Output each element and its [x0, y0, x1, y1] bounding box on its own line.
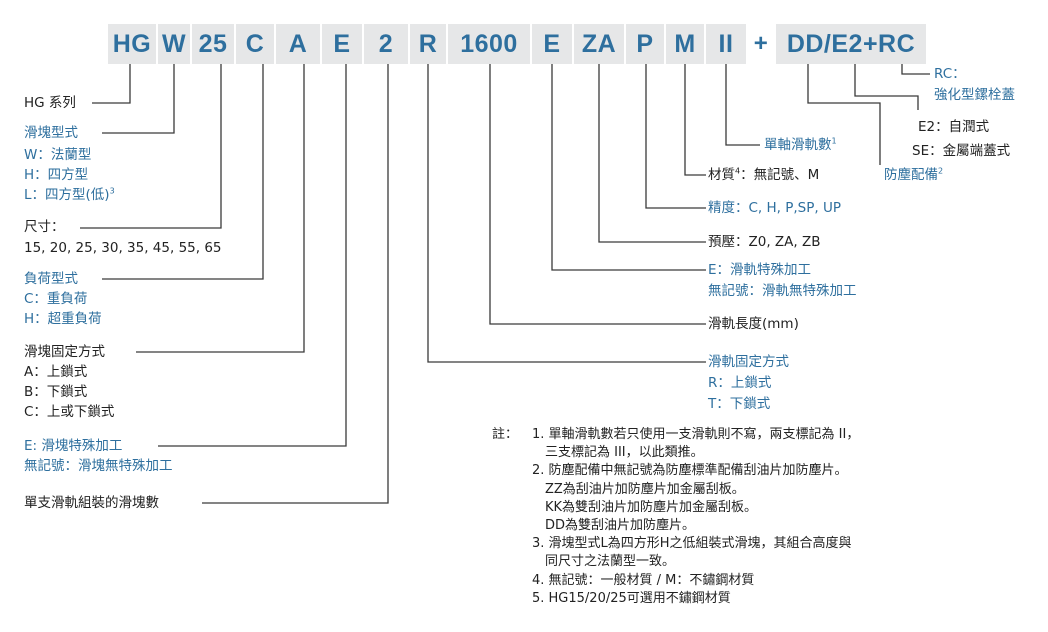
label-rail-length: 滑軌長度(mm) [708, 316, 799, 332]
label-dust-protection: 防塵配備2 [884, 166, 944, 183]
code-segment-block-special: E [322, 24, 362, 64]
note-line: ZZ為刮油片加防塵片加金屬刮板。 [545, 481, 745, 497]
code-segment-size: 25 [192, 24, 234, 64]
line-block-special [158, 64, 347, 447]
code-segment-dust-protection: DD/E2+RC [776, 24, 926, 64]
label-block-mount-title: 滑塊固定方式 [24, 344, 105, 360]
code-segment-block-type: W [158, 24, 190, 64]
code-segment-rail-mount: R [410, 24, 446, 64]
note-line: DD為雙刮油片加防塵片。 [545, 518, 696, 534]
model-code-bar: HG W 25 C A E 2 R 1600 E ZA P M II + DD/… [108, 24, 926, 64]
code-segment-rail-length: 1600 [448, 24, 530, 64]
code-segment-rail-count: II [706, 24, 746, 64]
note-line: 三支標記為 III，以此類推。 [545, 445, 704, 461]
line-rail-count [725, 64, 760, 146]
label-block-special-e: E: 滑塊特殊加工 [24, 438, 123, 454]
label-size-title: 尺寸： [24, 219, 65, 235]
line-precision [645, 64, 706, 209]
label-precision: 精度：C, H, P,SP, UP [708, 200, 841, 216]
code-segment-preload: ZA [574, 24, 624, 64]
label-e2: E2：自潤式 [918, 119, 990, 135]
label-rail-special-none: 無記號：滑軌無特殊加工 [708, 283, 857, 299]
line-rail-length [489, 64, 706, 325]
label-block-mount-b: B：下鎖式 [24, 384, 88, 400]
line-block-count [202, 64, 389, 504]
line-block-mount [136, 64, 305, 353]
line-material [684, 64, 706, 176]
label-block-type-w: W：法蘭型 [24, 147, 92, 163]
note-line: 3. 滑塊型式L為四方形H之低組裝式滑塊，其組合高度與 [532, 536, 852, 552]
note-line: 同尺寸之法蘭型一致。 [545, 554, 676, 570]
label-preload: 預壓：Z0, ZA, ZB [708, 234, 821, 250]
label-series: HG 系列 [24, 95, 76, 111]
label-load-h: H：超重負荷 [24, 311, 102, 327]
label-load-title: 負荷型式 [24, 271, 78, 287]
line-rail-mount [427, 64, 706, 363]
line-load [102, 64, 264, 280]
note-line: 1. 單軸滑軌數若只使用一支滑軌則不寫，兩支標記為 II， [532, 427, 860, 442]
note-line: 4. 無記號：一般材質 / M：不鏽鋼材質 [532, 572, 755, 588]
code-segment-load: C [236, 24, 274, 64]
label-size-values: 15, 20, 25, 30, 35, 45, 55, 65 [24, 240, 222, 256]
note-line: KK為雙刮油片加防塵片加金屬刮板。 [545, 499, 758, 515]
label-se: SE：金屬端蓋式 [912, 143, 1011, 159]
label-rc-title: RC： [934, 66, 966, 82]
code-segment-plus: + [753, 30, 769, 57]
line-block-type [102, 64, 175, 134]
label-block-type-h: H：四方型 [24, 167, 89, 183]
label-load-c: C：重負荷 [24, 291, 88, 307]
line-dust-main [807, 64, 881, 165]
note-line: 5. HG15/20/25可選用不鏽鋼材質 [532, 590, 731, 606]
code-segment-block-count: 2 [364, 24, 408, 64]
line-preload [598, 64, 706, 243]
label-block-type-title: 滑塊型式 [24, 125, 78, 141]
line-series [92, 64, 131, 104]
label-block-type-l: L：四方型(低)3 [24, 186, 115, 203]
line-rc [901, 64, 930, 75]
label-rc-desc: 強化型鏍栓蓋 [934, 87, 1015, 103]
label-block-special-none: 無記號：滑塊無特殊加工 [24, 458, 173, 474]
notes-body: 1. 單軸滑軌數若只使用一支滑軌則不寫，兩支標記為 II， 三支標記為 III，… [532, 426, 859, 608]
line-size [80, 64, 222, 229]
code-segment-rail-special: E [532, 24, 572, 64]
notes-header: 註： [492, 427, 519, 442]
line-rail-special [551, 64, 706, 271]
label-rail-mount-r: R：上鎖式 [708, 375, 772, 391]
label-block-mount-c: C：上或下鎖式 [24, 404, 115, 420]
code-segment-series: HG [108, 24, 156, 64]
label-material: 材質4：無記號、M [708, 166, 820, 183]
code-segment-material: M [666, 24, 704, 64]
label-rail-mount-title: 滑軌固定方式 [708, 354, 789, 370]
label-rail-count: 單軸滑軌數1 [764, 136, 837, 153]
label-block-mount-a: A：上鎖式 [24, 364, 88, 380]
label-block-count: 單支滑軌組裝的滑塊數 [24, 495, 159, 511]
code-segment-precision: P [626, 24, 664, 64]
note-line: 2. 防塵配備中無記號為防塵標準配備刮油片加防塵片。 [532, 463, 848, 479]
code-segment-block-mount: A [276, 24, 320, 64]
label-rail-special-e: E：滑軌特殊加工 [708, 262, 812, 278]
label-rail-mount-t: T：下鎖式 [708, 396, 771, 412]
line-dust-e2 [854, 64, 919, 110]
